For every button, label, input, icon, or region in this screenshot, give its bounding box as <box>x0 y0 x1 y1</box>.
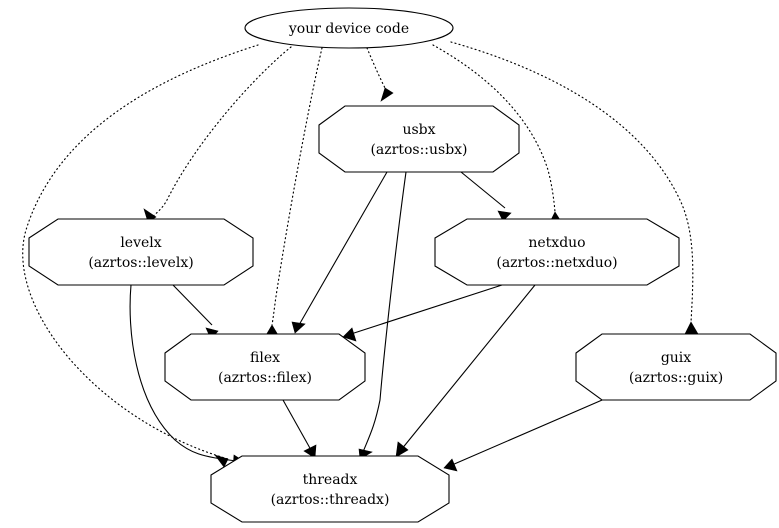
node-levelx[interactable]: levelx (azrtos::levelx) <box>28 218 254 286</box>
edge-device-to-guix <box>450 41 699 335</box>
edge-device-to-levelx <box>143 46 292 223</box>
node-filex-shape <box>164 333 366 401</box>
node-your-device-code[interactable]: your device code <box>244 7 454 49</box>
edge-filex-to-threadx <box>282 399 317 459</box>
edge-guix-to-threadx <box>443 393 617 472</box>
node-guix[interactable]: guix (azrtos::guix) <box>575 333 777 401</box>
node-levelx-shape <box>28 218 254 286</box>
edge-device-to-filex <box>264 47 323 338</box>
node-filex-label-line2: (azrtos::filex) <box>218 370 312 386</box>
node-usbx[interactable]: usbx (azrtos::usbx) <box>318 105 520 173</box>
node-guix-label-line1: guix <box>661 350 691 366</box>
node-threadx-label-line2: (azrtos::threadx) <box>271 492 390 508</box>
node-netxduo-shape <box>434 218 680 286</box>
edge-usbx-to-filex <box>291 171 388 334</box>
edge-netxduo-to-threadx <box>395 284 536 458</box>
node-filex[interactable]: filex (azrtos::filex) <box>164 333 366 401</box>
node-device-label-line1: your device code <box>288 21 409 37</box>
edge-usbx-to-threadx <box>358 171 407 460</box>
node-usbx-shape <box>318 105 520 173</box>
node-threadx-label-line1: threadx <box>303 472 358 488</box>
node-threadx-shape <box>210 455 450 523</box>
node-usbx-label-line1: usbx <box>402 122 435 138</box>
node-threadx[interactable]: threadx (azrtos::threadx) <box>210 455 450 523</box>
node-levelx-label-line2: (azrtos::levelx) <box>88 255 193 271</box>
node-guix-label-line2: (azrtos::guix) <box>629 370 723 386</box>
node-guix-shape <box>575 333 777 401</box>
node-netxduo[interactable]: netxduo (azrtos::netxduo) <box>434 218 680 286</box>
edge-netxduo-to-filex <box>342 284 503 342</box>
edge-levelx-to-filex <box>172 284 219 340</box>
edge-device-to-usbx <box>366 47 394 102</box>
node-usbx-label-line2: (azrtos::usbx) <box>370 142 467 158</box>
edge-usbx-to-netxduo <box>460 171 512 222</box>
node-netxduo-label-line1: netxduo <box>528 235 585 251</box>
node-netxduo-label-line2: (azrtos::netxduo) <box>496 255 617 271</box>
node-device-shape <box>244 7 454 49</box>
node-filex-label-line1: filex <box>250 350 280 366</box>
node-levelx-label-line1: levelx <box>120 235 161 251</box>
